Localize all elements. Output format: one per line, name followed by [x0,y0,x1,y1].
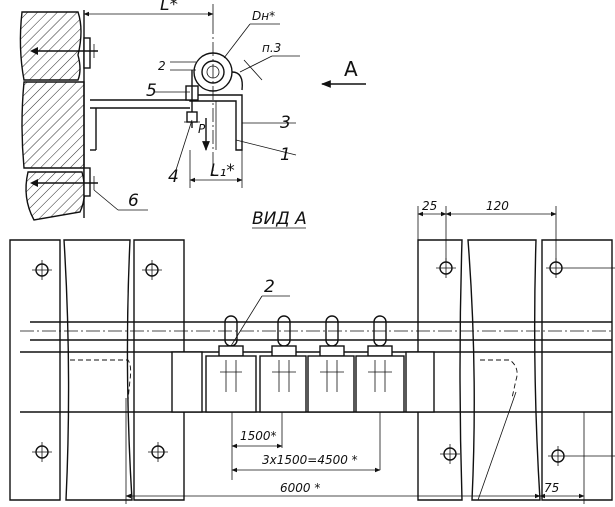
dim-total: 6000 * [280,481,320,495]
view-arrow-label: A [344,57,358,81]
wall-block-top [19,11,82,81]
callout-6: 6 [128,191,139,211]
dim-pitch: 1500* [240,429,277,443]
angle-profile [189,94,243,151]
force-label: P [198,122,206,136]
clamp-unit [355,315,405,413]
view-a: ВИД А [9,199,615,504]
clamp-unit [259,315,307,413]
callout-1: 1 [280,145,291,165]
panel-left-3 [133,239,185,501]
panel-right-3 [541,239,613,501]
callout-4: 4 [168,167,179,187]
panel-left-2 [63,239,133,501]
view-title: ВИД А [252,209,307,229]
panel-left-1 [9,239,61,501]
dim-p3: п.3 [262,41,281,55]
callout-5: 5 [146,81,157,101]
clamp-unit [307,315,355,413]
dim-25: 25 [422,199,437,213]
bolt-holes [32,258,615,466]
panel-right-1 [417,239,463,501]
dim-75: 75 [544,481,559,495]
panel-right-2 [467,239,541,501]
callout-3: 3 [280,113,291,133]
callout-2: 2 [264,277,275,297]
wall-block-bottom [25,171,86,221]
clamp-row [205,315,405,413]
wall-block-middle [21,81,85,169]
section-view [19,4,366,221]
dim-gap: 2 [158,59,166,73]
dim-span: 3x1500=4500 * [262,453,358,467]
clamp-unit [205,315,257,413]
wall-plate-bottom [83,167,91,197]
dim-l1: L₁* [210,161,235,181]
dim-dn: Dн* [252,9,275,23]
wall-plate-top [83,37,91,69]
dim-l: L* [160,0,178,15]
dim-120: 120 [486,199,509,213]
